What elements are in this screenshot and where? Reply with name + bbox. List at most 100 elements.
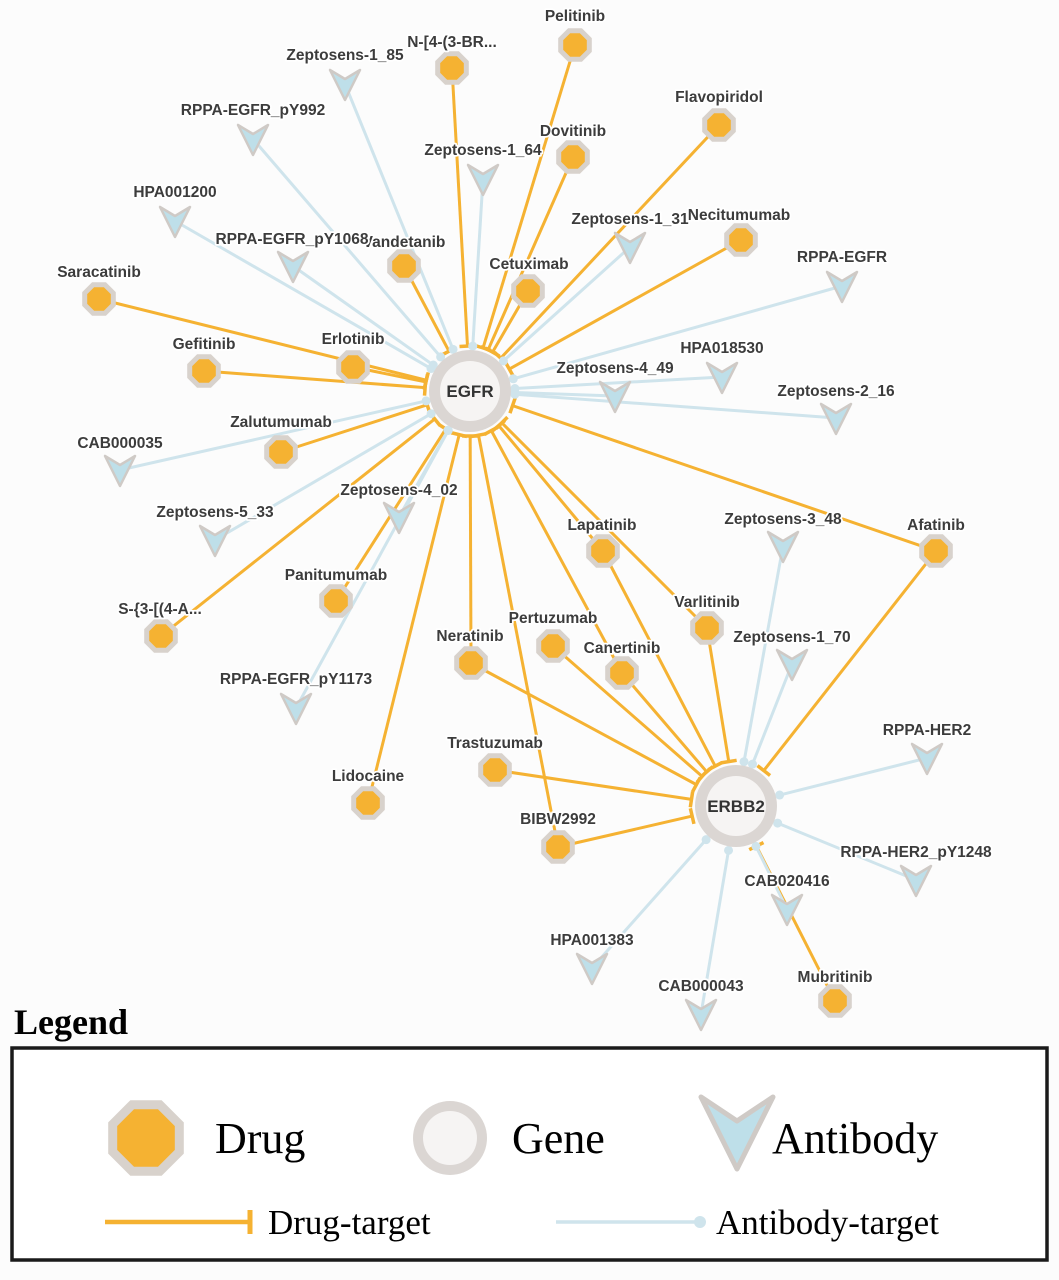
drug-target-edge-bibw2992-erbb2 (557, 814, 693, 849)
antibody-target-edge-rppa-egfr-egfr (512, 284, 843, 381)
drug-node-pertuzumab[interactable] (536, 629, 570, 663)
antibody-node-rppa-egfr-py1068[interactable] (276, 250, 310, 284)
antibody-node-zeptosens-2-16[interactable] (819, 402, 853, 436)
antibody-label-rppa-egfr-py1173: RPPA-EGFR_pY1173 (220, 671, 373, 688)
drug-label-canertinib: Canertinib (584, 640, 661, 657)
drug-node-lapatinib[interactable] (586, 534, 620, 568)
dot-arrowhead (751, 841, 761, 851)
drug-target-edge-necitumumab-egfr (508, 238, 742, 371)
antibody-node-cab000043[interactable] (684, 998, 718, 1032)
drug-label-bibw2992: BIBW2992 (520, 811, 596, 828)
drug-node-afatinib[interactable] (919, 534, 953, 568)
dot-arrowhead (510, 389, 520, 399)
antibody-target-edge-hpa018530-egfr (514, 375, 723, 391)
drug-node-varlitinib[interactable] (690, 611, 724, 645)
antibody-target-edge-zeptosens-1-85-egfr (343, 83, 455, 350)
antibody-label-zeptosens-1-31: Zeptosens-1_31 (571, 211, 689, 228)
dot-arrowhead (739, 757, 749, 767)
antibody-node-cab000035[interactable] (103, 454, 137, 488)
drug-target-edge-pertuzumab-erbb2 (552, 644, 704, 778)
drug-target-edge-afatinib-egfr (512, 404, 937, 553)
drug-node-erlotinib[interactable] (336, 350, 370, 384)
antibody-target-legend-label: Antibody-target (716, 1203, 939, 1242)
antibody-target-edge-hpa001383-erbb2 (590, 838, 708, 969)
tee-arrowhead (483, 425, 500, 436)
antibody-target-edge-rppa-her2-py1248-erbb2 (777, 821, 917, 882)
drug-label-lapatinib: Lapatinib (568, 517, 637, 534)
dot-arrowhead (443, 425, 453, 435)
drug-label-saracatinib: Saracatinib (57, 264, 141, 281)
tee-arrowhead (508, 397, 517, 414)
antibody-target-edge-zeptosens-2-16-egfr (514, 392, 837, 420)
antibody-label-zeptosens-4-02: Zeptosens-4_02 (340, 482, 457, 499)
drug-label-n-4-3-br: N-[4-(3-BR... (407, 34, 497, 51)
dot-arrowhead (436, 352, 446, 362)
drug-target-edge-varlitinib-erbb2 (705, 627, 731, 762)
drug-node-neratinib[interactable] (454, 646, 488, 680)
drug-node-s-3-4-a[interactable] (144, 619, 178, 653)
drug-target-edge-afatinib-erbb2 (762, 550, 938, 772)
node-layer (82, 28, 953, 1032)
drug-target-edge-lidocaine-egfr (366, 434, 461, 804)
label-layer: EGFRERBB2PelitinibN-[4-(3-BR...Dovitinib… (55, 6, 993, 997)
drug-node-saracatinib[interactable] (82, 282, 116, 316)
antibody-label-zeptosens-1-85: Zeptosens-1_85 (286, 47, 404, 64)
antibody-target-edge-zeptosens-3-48-erbb2 (742, 545, 785, 762)
drug-target-edge-varlitinib-egfr (500, 421, 709, 630)
dot-arrowhead (421, 396, 431, 406)
drug-label-neratinib: Neratinib (436, 628, 503, 645)
antibody-node-zeptosens-1-64[interactable] (466, 163, 500, 197)
drug-node-cetuximab[interactable] (511, 274, 545, 308)
drug-target-edge-neratinib-egfr (468, 435, 473, 664)
antibody-label-hpa018530: HPA018530 (680, 340, 763, 357)
drug-node-canertinib[interactable] (605, 656, 639, 690)
drug-node-panitumumab[interactable] (319, 584, 353, 618)
antibody-node-rppa-egfr-py992[interactable] (236, 123, 270, 157)
drug-label-mubritinib: Mubritinib (798, 969, 873, 986)
drug-node-flavopiridol[interactable] (702, 108, 736, 142)
drug-node-bibw2992[interactable] (541, 830, 575, 864)
gene-node-erbb2[interactable] (695, 765, 777, 847)
dot-arrowhead (448, 344, 458, 354)
drug-node-zalutumumab[interactable] (264, 435, 298, 469)
antibody-node-cab020416[interactable] (770, 893, 804, 927)
tee-arrowhead (503, 361, 515, 377)
gene-label-egfr: EGFR (446, 382, 493, 401)
drug-label-lidocaine: Lidocaine (332, 768, 405, 785)
drug-node-necitumumab[interactable] (724, 223, 758, 257)
drug-node-n-4-3-br[interactable] (435, 51, 469, 85)
antibody-node-hpa018530[interactable] (705, 361, 739, 395)
antibody-node-rppa-her2-py1248[interactable] (899, 864, 933, 898)
antibody-node-rppa-egfr-py1173[interactable] (279, 692, 313, 726)
antibody-node-zeptosens-1-85[interactable] (328, 68, 362, 102)
drug-node-vandetanib[interactable] (387, 249, 421, 283)
antibody-label-zeptosens-5-33: Zeptosens-5_33 (156, 504, 274, 521)
antibody-node-rppa-her2[interactable] (910, 742, 944, 776)
antibody-label-zeptosens-3-48: Zeptosens-3_48 (724, 511, 842, 528)
drug-node-mubritinib[interactable] (818, 984, 852, 1018)
antibody-node-zeptosens-1-70[interactable] (775, 648, 809, 682)
drug-target-edge-lapatinib-egfr (497, 424, 605, 552)
antibody-node-zeptosens-1-31[interactable] (613, 231, 647, 265)
tee-arrowhead (688, 791, 695, 808)
drug-node-gefitinib[interactable] (187, 354, 221, 388)
antibody-target-edge-hpa001200-egfr (174, 219, 432, 370)
drug-label-s-3-4-a: S-{3-[(4-A... (118, 601, 202, 618)
antibody-legend-icon (698, 1094, 776, 1172)
drug-target-edge-n-4-3-br-egfr (450, 67, 469, 347)
drug-node-dovitinib[interactable] (556, 140, 590, 174)
dot-arrowhead (773, 818, 783, 828)
gene-node-egfr[interactable] (429, 350, 511, 432)
drug-node-trastuzumab[interactable] (478, 753, 512, 787)
antibody-node-rppa-egfr[interactable] (825, 270, 859, 304)
drug-node-pelitinib[interactable] (558, 28, 592, 62)
drug-node-lidocaine[interactable] (351, 786, 385, 820)
antibody-node-hpa001383[interactable] (575, 952, 609, 986)
antibody-node-zeptosens-5-33[interactable] (198, 524, 232, 558)
antibody-node-hpa001200[interactable] (158, 205, 192, 239)
antibody-label-rppa-egfr: RPPA-EGFR (797, 249, 887, 266)
antibody-node-zeptosens-4-49[interactable] (598, 380, 632, 414)
antibody-node-zeptosens-3-48[interactable] (766, 530, 800, 564)
antibody-node-zeptosens-4-02[interactable] (382, 501, 416, 535)
